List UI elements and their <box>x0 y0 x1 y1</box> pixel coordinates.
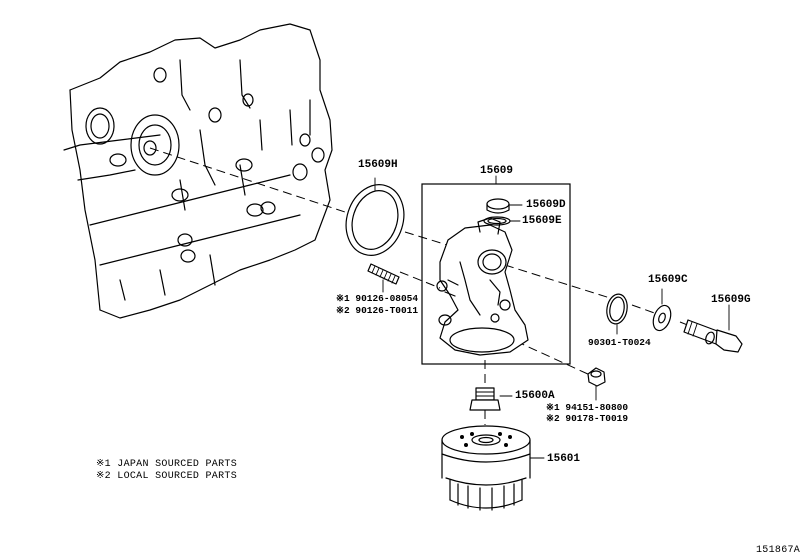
legend-japan-sourced: ※1 JAPAN SOURCED PARTS <box>96 459 237 470</box>
stud-bolt-number-2: ※2 90126-T0011 <box>336 305 419 316</box>
part-label-15609c: 15609C <box>648 274 688 286</box>
union-15600a <box>469 387 513 411</box>
washer-15609c <box>652 288 672 332</box>
part-label-15600a: 15600A <box>515 390 555 402</box>
legend-local-sourced: ※2 LOCAL SOURCED PARTS <box>96 471 237 482</box>
plug-15609d <box>486 198 523 214</box>
oil-filter-bracket <box>436 217 529 356</box>
plug-94151 <box>587 367 606 401</box>
part-label-15609: 15609 <box>480 165 514 177</box>
part-label-15609d: 15609D <box>526 199 566 211</box>
part-label-90301: 90301-T0024 <box>588 337 651 348</box>
gasket-15609h <box>345 177 405 256</box>
oil-filter-15601 <box>441 425 545 511</box>
o-ring-90301 <box>606 293 628 335</box>
engine-block-outline <box>63 23 333 319</box>
part-label-15609h: 15609H <box>358 159 398 171</box>
part-label-15609e: 15609E <box>522 215 562 227</box>
stud-bolt-number-1: ※1 90126-08054 <box>336 293 419 304</box>
union-bolt-15609g <box>683 304 743 353</box>
stud-bolt <box>367 263 400 293</box>
part-label-15609g: 15609G <box>711 294 751 306</box>
figure-id: 151867A <box>756 545 801 556</box>
plug-number-2: ※2 90178-T0019 <box>546 413 629 424</box>
part-label-15601: 15601 <box>547 453 581 465</box>
o-ring-15609e <box>483 216 521 226</box>
plug-number-1: ※1 94151-80800 <box>546 402 629 413</box>
